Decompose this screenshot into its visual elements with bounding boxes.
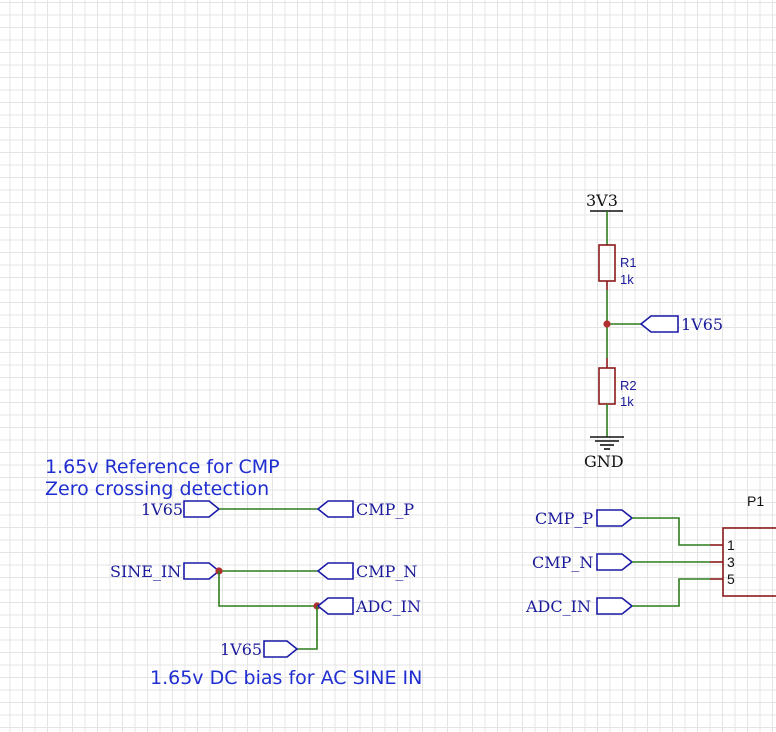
divider-out-port[interactable] [639, 315, 679, 333]
resistor-r2-value: 1k [620, 394, 634, 409]
connector-cmp-p-label: CMP_P [535, 509, 593, 528]
pin1-number: 1 [727, 537, 735, 553]
sine-in-label: SINE_IN [110, 562, 181, 581]
cmp-p-label: CMP_P [356, 500, 414, 519]
cmp-n-label: CMP_N [356, 562, 417, 581]
connector-p1: P1 CMP_P 1 CMP_N 3 ADC_IN 5 [525, 493, 776, 616]
reference-note-line1: 1.65v Reference for CMP [45, 456, 280, 478]
adc-in-to-pin5-wire [632, 578, 710, 607]
reference-note-line2: Zero crossing detection [45, 478, 269, 500]
connector-adc-in-port[interactable] [596, 597, 634, 615]
bias-in-port[interactable] [263, 640, 299, 658]
ref-in-label: 1V65 [141, 500, 183, 519]
connector-ref: P1 [747, 493, 764, 509]
connector-cmp-p-port[interactable] [596, 509, 634, 527]
pin5-number: 5 [727, 571, 735, 587]
cmp-p-to-pin1-wire [632, 517, 710, 546]
resistor-r1-ref: R1 [620, 255, 637, 270]
bias-wire [297, 606, 318, 650]
cmp-p-port[interactable] [316, 500, 354, 518]
cmp-n-port[interactable] [316, 562, 354, 580]
connector-adc-in-label: ADC_IN [525, 597, 591, 616]
resistor-r1-body[interactable] [598, 244, 616, 282]
pin3-number: 3 [727, 554, 735, 570]
sine-to-adc-wire [218, 571, 318, 607]
ground-label: GND [584, 452, 624, 471]
resistor-r2-ref: R2 [620, 378, 637, 393]
ref-in-port[interactable] [183, 500, 221, 518]
divider-out-label: 1V65 [681, 315, 723, 334]
sine-in-port[interactable] [183, 562, 221, 580]
divider-junction [603, 320, 611, 328]
adc-in-label: ADC_IN [355, 597, 421, 616]
bias-note: 1.65v DC bias for AC SINE IN [150, 667, 422, 689]
comparator-nets: 1V65 CMP_P SINE_IN CMP_N ADC_IN 1V65 [110, 500, 421, 659]
supply-label: 3V3 [586, 191, 618, 210]
bias-in-label: 1V65 [220, 640, 262, 659]
connector-cmp-n-label: CMP_N [532, 553, 593, 572]
resistor-r2-body[interactable] [598, 367, 616, 405]
resistor-r1-value: 1k [620, 272, 634, 287]
connector-cmp-n-port[interactable] [596, 553, 634, 571]
ground-icon [590, 436, 624, 450]
voltage-divider: 3V3 R1 1k 1V65 R2 1k GND [584, 191, 723, 471]
adc-in-port[interactable] [316, 597, 354, 615]
